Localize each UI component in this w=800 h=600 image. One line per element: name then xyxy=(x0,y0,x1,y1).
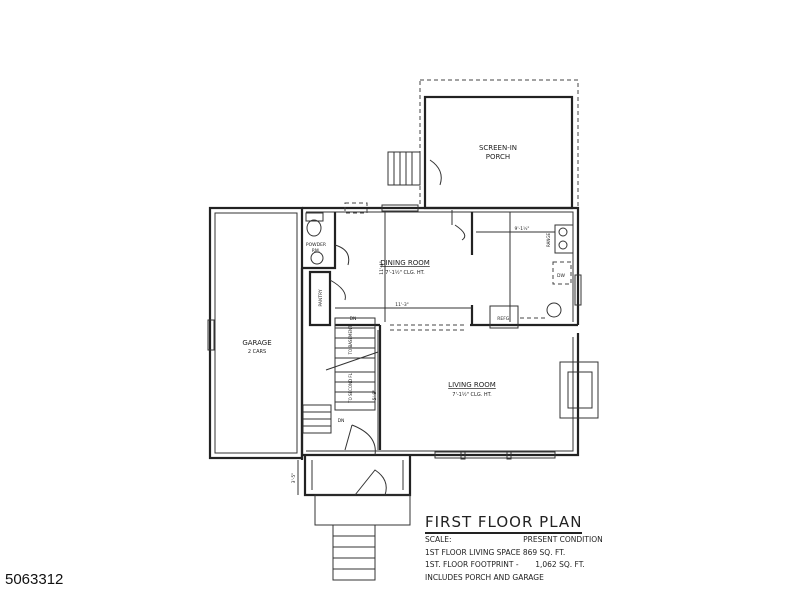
stairs-down-label: DN xyxy=(350,316,357,322)
toilet xyxy=(306,219,322,237)
dishwasher-label: DW xyxy=(557,273,565,279)
dining-window xyxy=(381,204,419,212)
house-exterior-walls xyxy=(302,206,580,457)
living-space-text: 1ST FLOOR LIVING SPACE 869 SQ. FT. xyxy=(425,547,566,557)
porch-door-swing xyxy=(429,159,442,186)
refrigerator-label: REFG. xyxy=(497,316,510,322)
kitchen-window xyxy=(574,274,582,306)
living-windows xyxy=(434,450,556,460)
garage-steps xyxy=(302,404,332,434)
scale-label: SCALE: xyxy=(425,535,452,544)
porch-steps xyxy=(387,151,421,186)
garage-window xyxy=(207,319,215,351)
entry-vestibule xyxy=(303,455,412,497)
living-room-label: LIVING ROOM xyxy=(448,381,496,389)
dining-room-label: DINING ROOM xyxy=(380,259,430,267)
garage-capacity: 2 CARS xyxy=(248,349,266,355)
dining-depth-dimension: 11'-4" xyxy=(379,261,385,275)
garage-stairs-down-label: DN xyxy=(338,418,345,424)
interior-walls xyxy=(335,212,578,450)
fireplace-chimney xyxy=(559,361,599,419)
sink xyxy=(310,251,324,265)
garage-walls xyxy=(208,206,304,460)
to-second-floor-label: TO SECOND FL xyxy=(348,372,353,404)
plan-title: FIRST FLOOR PLAN xyxy=(425,513,583,534)
range xyxy=(554,224,574,254)
range-label: RANGE xyxy=(546,233,551,247)
entry-dimension: 3'-5" xyxy=(291,473,297,484)
powder-room-label-2: RM. xyxy=(312,248,320,254)
scale-value: PRESENT CONDITION xyxy=(523,535,603,544)
garage-label: GARAGE xyxy=(242,339,271,347)
listing-id: 5063312 xyxy=(5,571,64,588)
porch-label: SCREEN-IN xyxy=(479,144,517,152)
to-basement-label: TO BASEMENT xyxy=(348,325,353,355)
kitchen-width-dimension: 9'-1½" xyxy=(514,225,529,232)
powder-pantry-walls xyxy=(300,212,337,460)
footprint-text: 1ST. FLOOR FOOTPRINT - 1,062 SQ. FT. xyxy=(425,560,585,569)
porch-label-2: PORCH xyxy=(486,153,510,161)
kitchen-sink xyxy=(546,302,562,318)
main-stairs xyxy=(325,317,379,411)
dining-width-dimension: 11'-3" xyxy=(395,302,409,308)
pantry-label: PANTRY xyxy=(318,289,324,306)
footprint-note: INCLUDES PORCH AND GARAGE xyxy=(425,572,544,582)
front-stoop xyxy=(314,494,411,526)
refrigerator xyxy=(489,305,519,329)
dishwasher xyxy=(552,261,572,285)
powder-room-label: POWDER xyxy=(306,242,326,248)
front-steps xyxy=(332,524,376,581)
living-ceiling-height: 7'-1½" CLG. HT. xyxy=(452,391,492,398)
dining-ceiling-height: 7'-1½" CLG. HT. xyxy=(385,269,425,276)
living-depth-dimension: 5'-8" xyxy=(372,390,378,401)
title-block: FIRST FLOOR PLAN SCALE: PRESENT CONDITIO… xyxy=(425,512,603,584)
